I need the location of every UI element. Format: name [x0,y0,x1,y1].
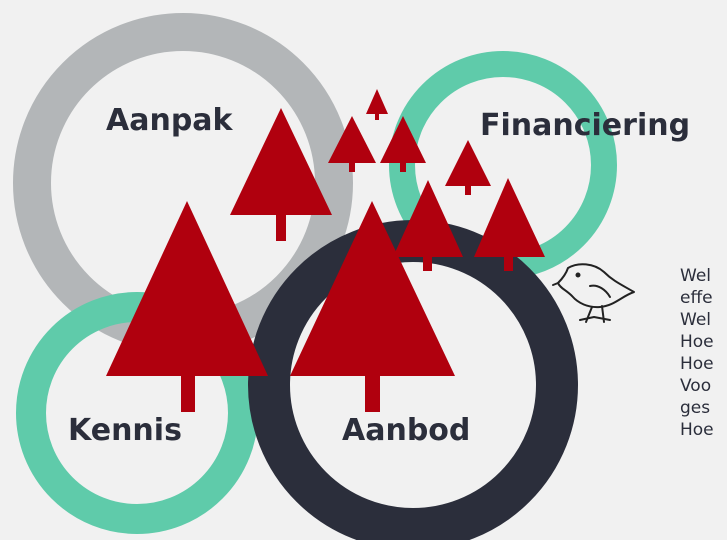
tree-icon [445,140,491,195]
question-list: Wel effe Wel Hoe Hoe Voo ges Hoe [680,265,727,441]
bird-icon [552,263,635,323]
tree-icon [328,116,376,172]
question-item: Hoe [680,332,714,352]
tree-icon [393,180,463,271]
circle-label-financiering: Financiering [480,108,691,143]
question-item: Wel [680,266,711,286]
tree-icon [474,178,545,271]
question-item: ges [680,398,711,418]
aanbod-ring [248,220,578,540]
tree-icon [380,116,426,172]
question-item: Hoe [680,354,714,374]
tree-icon [106,201,268,412]
tree-icon [230,108,332,241]
question-item: effe [680,288,713,308]
question-item: Voo [680,376,712,396]
tree-group [106,89,545,412]
circle-label-kennis: Kennis [68,413,182,448]
circle-label-aanbod: Aanbod [342,413,471,448]
tree-icon [366,89,388,120]
circle-label-aanpak: Aanpak [106,103,233,138]
kennis-ring [16,292,258,534]
question-item: Wel [680,310,711,330]
tree-icon [290,201,455,412]
question-item: Hoe [680,420,714,440]
